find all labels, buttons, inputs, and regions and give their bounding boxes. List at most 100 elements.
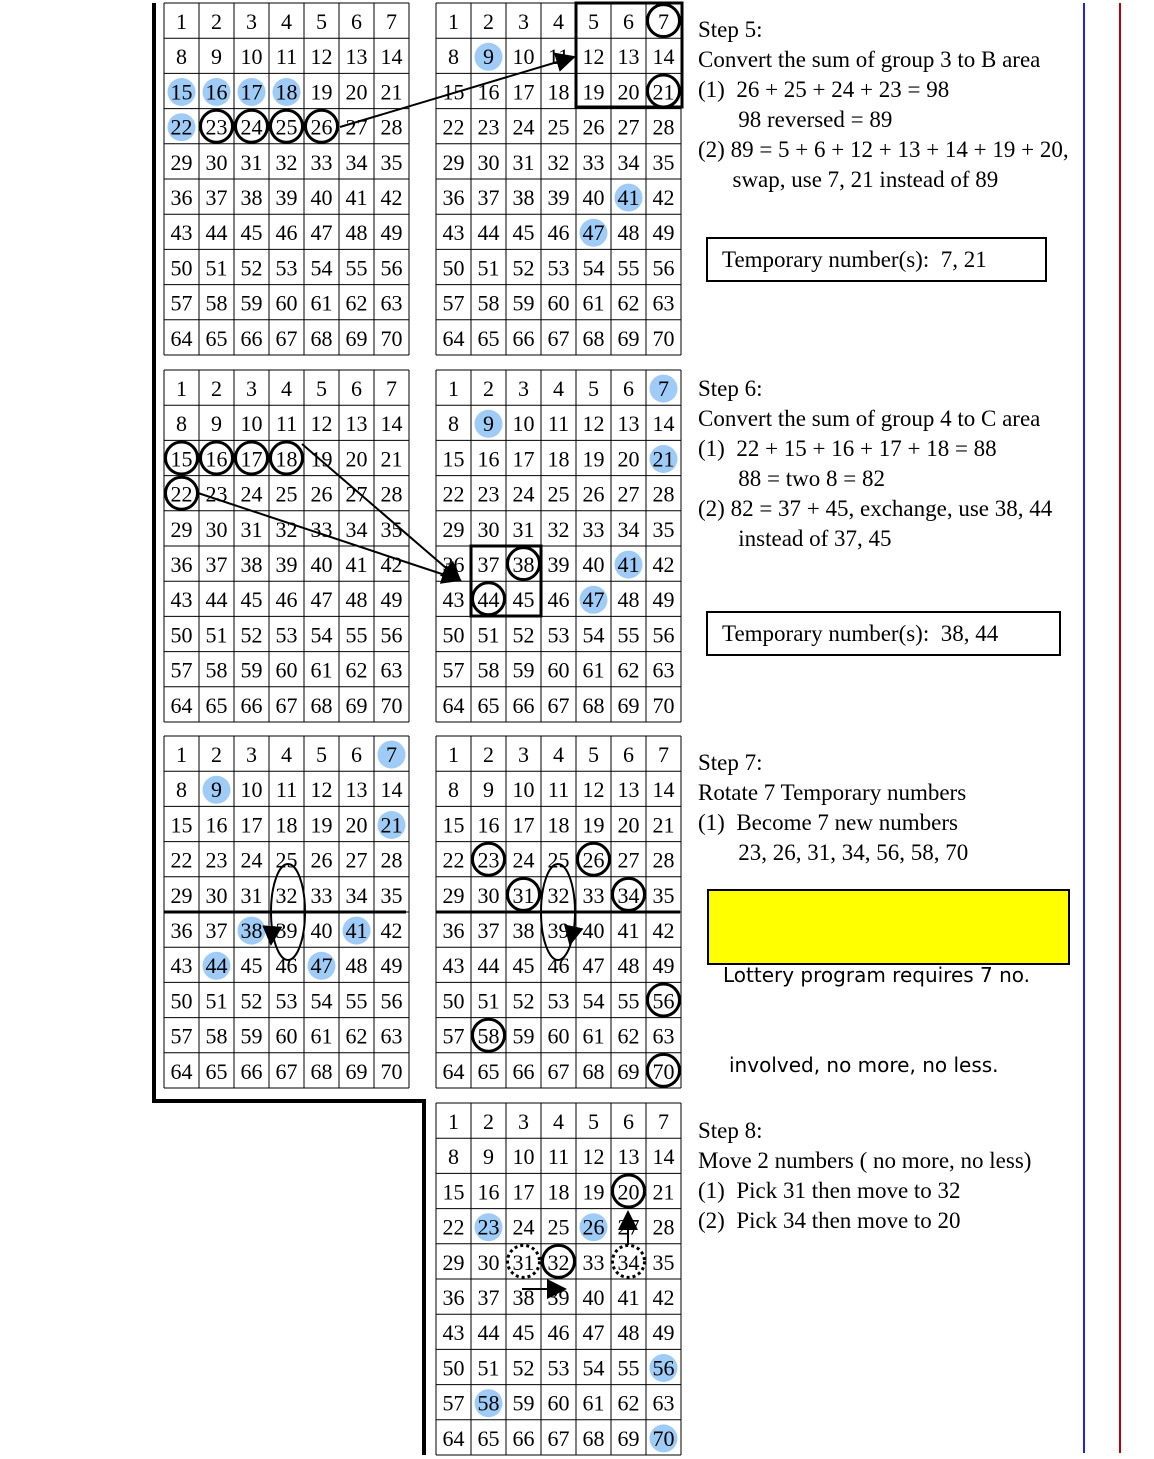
- grid-number: 43: [171, 587, 193, 612]
- highlighted-number-dot: [579, 585, 608, 614]
- grid-number: 14: [381, 44, 403, 69]
- grid-number: 39: [548, 918, 570, 943]
- grid-number: 60: [548, 658, 570, 683]
- dotted-origin-circle: [506, 1243, 541, 1279]
- grid-number: 8: [448, 44, 459, 69]
- grid-number: 32: [276, 883, 298, 908]
- grid-number: 41: [618, 918, 640, 943]
- selected-number-circle: [304, 108, 339, 144]
- grid-number: 41: [346, 552, 368, 577]
- grid-number: 61: [583, 1024, 605, 1049]
- grid-number: 33: [311, 150, 333, 175]
- grid-number: 52: [241, 255, 263, 280]
- grid-number: 18: [548, 79, 570, 104]
- grid-number: 44: [206, 587, 228, 612]
- grid-number: 18: [276, 812, 298, 837]
- grid-number: 53: [276, 622, 298, 647]
- grid-number: 30: [206, 150, 228, 175]
- grid-number: 38: [513, 918, 535, 943]
- grid-number: 44: [206, 220, 228, 245]
- step8-line: (1) Pick 31 then move to 32: [698, 1178, 961, 1203]
- grid-number: 20: [618, 1179, 640, 1204]
- grid-number: 42: [653, 185, 675, 210]
- grid-number: 58: [206, 291, 228, 316]
- highlighted-number-dot: [202, 78, 231, 106]
- grid-number: 41: [618, 185, 640, 210]
- grid-number: 19: [583, 79, 605, 104]
- grid-number: 55: [346, 988, 368, 1013]
- blue-vertical-line: [1083, 3, 1085, 1453]
- grid-number: 4: [281, 742, 292, 767]
- grid-number: 19: [583, 446, 605, 471]
- grid-number: 45: [513, 587, 535, 612]
- grid-number: 28: [653, 848, 675, 873]
- grid-number: 24: [241, 115, 263, 140]
- rotation-ellipse: [540, 863, 576, 961]
- grid-number: 56: [653, 988, 675, 1013]
- grid-number: 39: [276, 552, 298, 577]
- grid-number: 56: [381, 988, 403, 1013]
- highlighted-number-dot: [377, 811, 406, 839]
- grid-number: 16: [206, 79, 228, 104]
- grid-number: 64: [171, 1059, 193, 1084]
- highlighted-number-dot: [237, 916, 266, 945]
- dotted-origin-circle: [611, 1243, 646, 1279]
- grid-number: 37: [206, 918, 228, 943]
- grid-number: 10: [513, 777, 535, 802]
- grid-number: 45: [241, 953, 263, 978]
- grid-number: 60: [276, 1024, 298, 1049]
- grid-number: 8: [448, 777, 459, 802]
- grid-number: 48: [618, 953, 640, 978]
- grid-number: 70: [653, 1426, 675, 1451]
- grid-number: 8: [448, 1144, 459, 1169]
- grid-number: 24: [241, 848, 263, 873]
- grid-number: 43: [171, 220, 193, 245]
- selected-number-circle: [199, 108, 234, 144]
- grid-number: 2: [483, 742, 494, 767]
- grid-number: 10: [241, 44, 263, 69]
- grid-number: 13: [618, 44, 640, 69]
- grid-number: 51: [478, 622, 500, 647]
- grid-number: 25: [276, 482, 298, 507]
- grid-number: 52: [513, 255, 535, 280]
- grid-number: 54: [583, 988, 605, 1013]
- grid-number: 59: [513, 291, 535, 316]
- highlighted-number-dot: [202, 951, 231, 980]
- grid-number: 37: [478, 552, 500, 577]
- grid-number: 8: [176, 411, 187, 436]
- grid-number: 54: [583, 1355, 605, 1380]
- grid-number: 42: [381, 185, 403, 210]
- grid-number: 36: [443, 1285, 465, 1310]
- grid-number: 10: [241, 411, 263, 436]
- grid-number: 9: [483, 777, 494, 802]
- grid-number: 59: [241, 1024, 263, 1049]
- grid-number: 64: [443, 693, 465, 718]
- highlighted-number-dot: [342, 916, 371, 945]
- grid-number: 31: [241, 150, 263, 175]
- grid-number: 13: [618, 411, 640, 436]
- grid-number: 5: [316, 9, 327, 34]
- grid-number: 3: [246, 742, 257, 767]
- grid-number: 39: [276, 918, 298, 943]
- red-vertical-line: [1119, 3, 1121, 1453]
- grid-number: 19: [583, 1179, 605, 1204]
- grid-number: 22: [171, 848, 193, 873]
- step6-line: 88 = two 8 = 82: [698, 466, 885, 491]
- grid-number: 6: [623, 1109, 634, 1134]
- grid-number: 47: [311, 220, 333, 245]
- step6-line: instead of 37, 45: [698, 526, 892, 551]
- grid-number: 67: [276, 1059, 298, 1084]
- grid-number: 63: [381, 1024, 403, 1049]
- grid-number: 31: [513, 150, 535, 175]
- grid-number: 17: [513, 79, 535, 104]
- grid-number: 41: [618, 552, 640, 577]
- grid-number: 26: [311, 115, 333, 140]
- grid-number: 33: [311, 517, 333, 542]
- grid-number: 68: [583, 326, 605, 351]
- grid-number: 65: [206, 693, 228, 718]
- grid-number: 9: [211, 777, 222, 802]
- grid-number: 50: [171, 988, 193, 1013]
- grid-number: 44: [478, 587, 500, 612]
- grid-number: 48: [346, 587, 368, 612]
- grid-number: 5: [588, 9, 599, 34]
